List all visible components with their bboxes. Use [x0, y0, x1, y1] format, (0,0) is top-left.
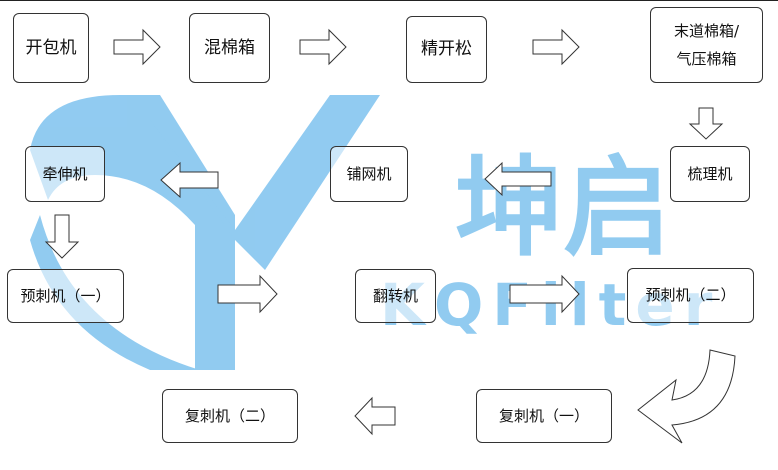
- node-fuci-1: 复刺机（一）: [476, 389, 612, 443]
- node-label: 复刺机（二）: [184, 406, 275, 425]
- node-label: 铺网机: [346, 164, 392, 183]
- node-label: 牵伸机: [42, 164, 88, 183]
- arrow-right-icon: [299, 28, 347, 66]
- node-label-line2: 气压棉箱: [676, 50, 737, 68]
- node-label: 预刺机（一）: [20, 286, 111, 305]
- node-modao-mianxiang: 末道棉箱/ 气压棉箱: [650, 7, 763, 83]
- node-label: 混棉箱: [204, 37, 255, 58]
- arrow-right-icon: [532, 28, 580, 66]
- node-shuli: 梳理机: [670, 146, 750, 202]
- arrow-down-icon: [688, 107, 724, 140]
- top-border-line: [0, 0, 778, 1]
- node-hunmian: 混棉箱: [189, 13, 270, 83]
- node-label: 预刺机（二）: [645, 286, 736, 305]
- node-jingkaisong: 精开松: [406, 16, 487, 83]
- node-label-line1: 末道棉箱/: [673, 21, 740, 40]
- watermark-chinese-text: 坤启: [455, 146, 671, 271]
- node-yuci-1: 预刺机（一）: [7, 269, 124, 323]
- arrow-left-icon: [484, 161, 552, 197]
- node-label: 梳理机: [687, 164, 733, 183]
- node-puwang: 铺网机: [330, 146, 408, 202]
- arrow-right-icon: [217, 274, 278, 314]
- node-label: 开包机: [25, 37, 77, 58]
- node-label: 复刺机（一）: [498, 406, 589, 425]
- arrow-left-icon: [354, 396, 396, 436]
- node-fanzhuan: 翻转机: [355, 269, 436, 323]
- node-label: 翻转机: [372, 286, 418, 305]
- arrow-down-icon: [44, 214, 80, 259]
- arrow-left-icon: [160, 161, 219, 199]
- node-yuci-2: 预刺机（二）: [627, 268, 754, 323]
- node-kaibao: 开包机: [13, 13, 89, 83]
- arrow-right-icon: [509, 274, 580, 314]
- node-label: 精开松: [421, 39, 472, 60]
- node-fuci-2: 复刺机（二）: [162, 389, 298, 443]
- arrow-right-icon: [113, 28, 161, 66]
- curved-arrow-icon: [637, 349, 736, 444]
- node-qianshen: 牵伸机: [25, 146, 105, 202]
